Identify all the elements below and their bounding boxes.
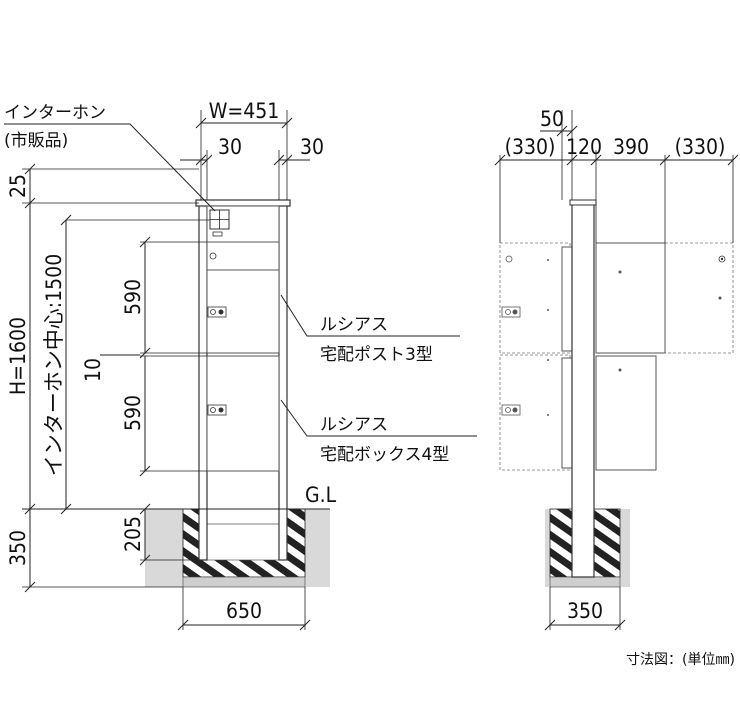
- front-view: [4, 110, 477, 631]
- side-post-depth-dimension: 120: [566, 135, 602, 159]
- footing-width-dimension: 650: [226, 599, 262, 623]
- unit-back-upper: [561, 246, 573, 352]
- intercom-callout-line1: インターホン: [4, 103, 106, 123]
- width-dimension: W=451: [209, 99, 280, 123]
- intercom-center-dimension: インターホン中心:1500: [42, 254, 66, 476]
- gravel-base: [182, 576, 306, 588]
- right-margin-dimension: 30: [300, 135, 324, 159]
- post-lock-icon: [207, 306, 227, 318]
- post-cap: [195, 199, 291, 207]
- left-post: [198, 202, 208, 561]
- top-margin-dimension: 25: [6, 174, 30, 198]
- units-note: 寸法図：(単位㎜): [626, 652, 735, 668]
- ground-line-label: G.L: [305, 483, 337, 507]
- side-unit-depth-dimension: 390: [613, 135, 649, 159]
- post-embed: [206, 508, 280, 561]
- post-callout-line1: ルシアス: [320, 315, 388, 335]
- post-lid: [206, 241, 280, 271]
- lid-knob-icon: [209, 252, 217, 260]
- gap-dimension: 10: [81, 358, 105, 382]
- height-dimension: H=1600: [6, 317, 30, 395]
- side-post-top-dimension: 50: [540, 107, 564, 131]
- box-lock-icon: [207, 404, 227, 416]
- side-left-depth-dimension: (330): [505, 135, 556, 159]
- side-right-depth-dimension: (330): [675, 135, 726, 159]
- buried-post-dimension: 205: [121, 516, 145, 552]
- left-margin-dimension: 30: [218, 135, 242, 159]
- lower-unit-dimension: 590: [121, 395, 145, 431]
- box-callout-line2: 宅配ボックス4型: [320, 445, 449, 465]
- buried-total-dimension: 350: [6, 530, 30, 566]
- intercom-callout-line2: (市販品): [4, 131, 68, 151]
- side-post: [571, 201, 595, 578]
- upper-unit-dimension: 590: [121, 279, 145, 315]
- side-footing-width-dimension: 350: [567, 599, 603, 623]
- box-callout-line1: ルシアス: [320, 415, 388, 435]
- right-post: [278, 202, 288, 561]
- side-post-unit: [595, 242, 666, 354]
- post-callout-line2: 宅配ポスト3型: [320, 345, 433, 365]
- side-box-unit: [595, 355, 657, 471]
- unit-back-lower: [561, 357, 573, 469]
- side-view: [494, 110, 739, 631]
